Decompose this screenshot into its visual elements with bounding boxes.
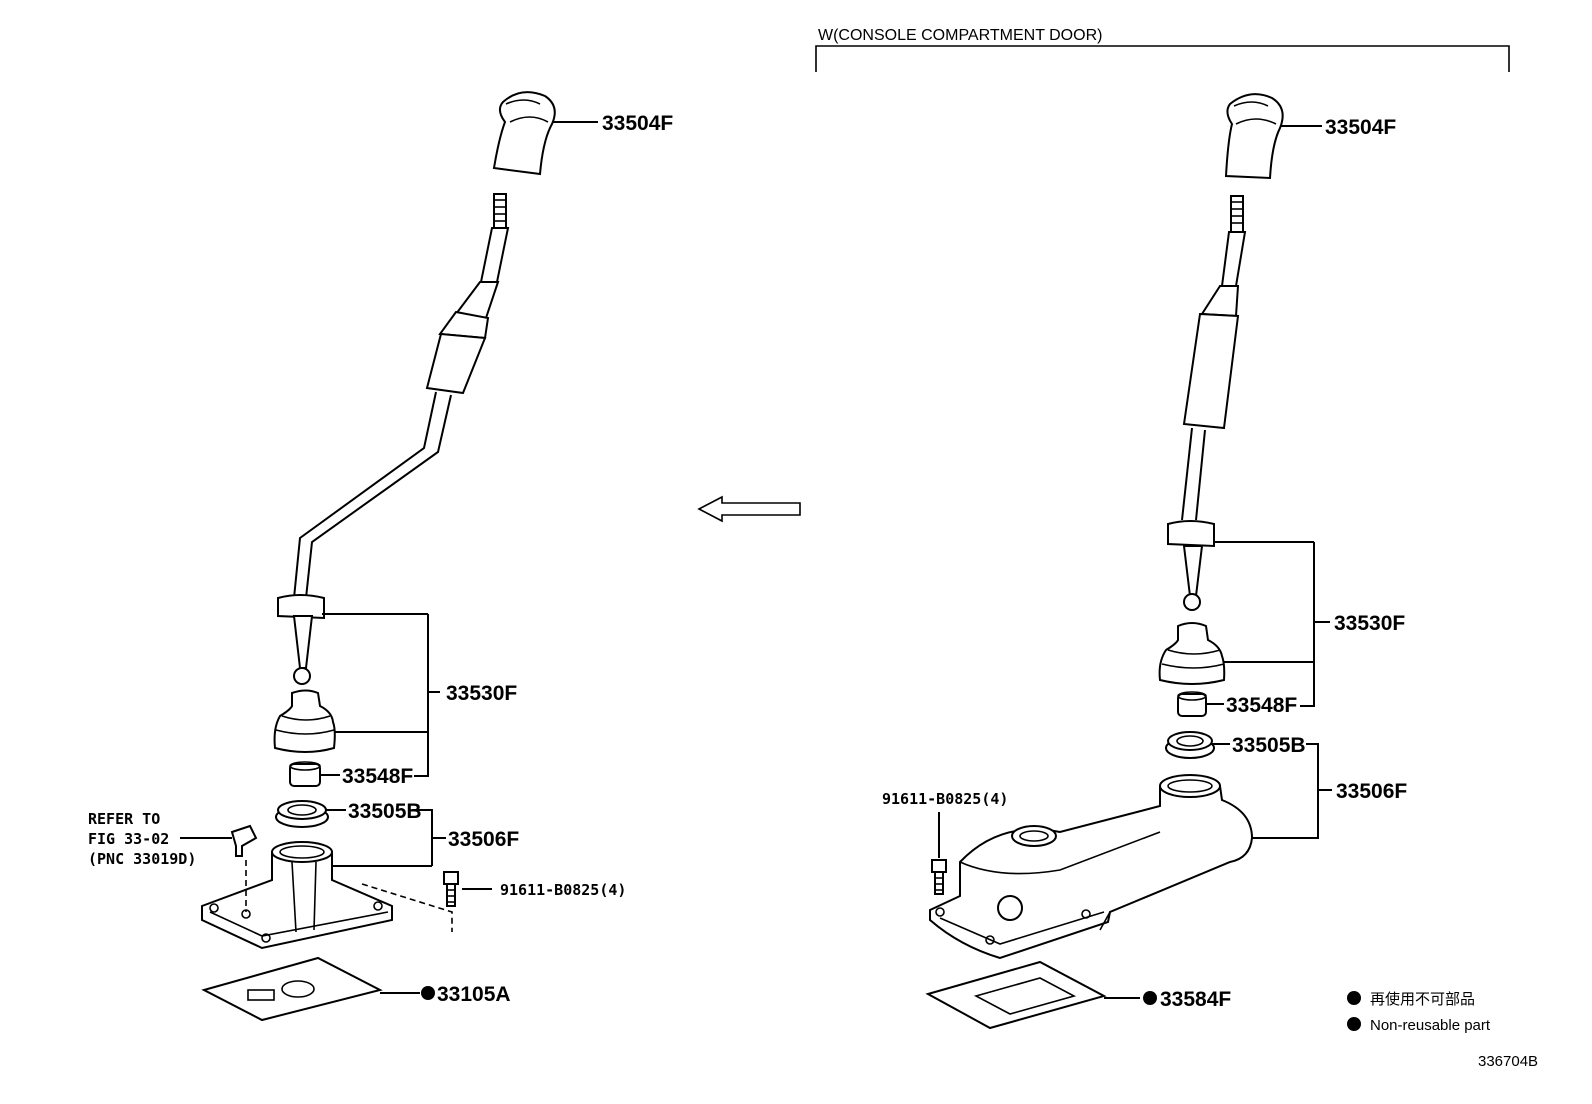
label-bolt: 91611-B0825(4) bbox=[500, 881, 626, 899]
label-lever: 33530F bbox=[446, 682, 517, 705]
label-seat: 33505B bbox=[348, 800, 422, 823]
left-assembly: 33504F 33530F 33548F 33505B 33506F 91611… bbox=[88, 91, 673, 1022]
right-lever bbox=[1167, 195, 1314, 611]
left-bolt bbox=[361, 871, 492, 932]
label-bolt: 91611-B0825(4) bbox=[882, 790, 1008, 808]
left-bushing bbox=[289, 761, 340, 787]
right-bushing bbox=[1177, 691, 1224, 717]
refer-line-1: REFER TO bbox=[88, 810, 160, 828]
non-reusable-dot-icon bbox=[1143, 991, 1157, 1005]
right-assembly: 33504F 33530F 33548F 33505B 33506F 91611… bbox=[882, 93, 1407, 1030]
non-reusable-dot-icon bbox=[1347, 991, 1361, 1005]
right-seat bbox=[1165, 731, 1230, 759]
label-gasket: 33584F bbox=[1160, 988, 1231, 1011]
refer-line-2: FIG 33-02 bbox=[88, 830, 169, 848]
diagram-id: 336704B bbox=[1478, 1053, 1538, 1070]
legend-item-ja: 再使用不可部品 bbox=[1370, 991, 1475, 1008]
non-reusable-dot-icon bbox=[1347, 1017, 1361, 1031]
left-lever bbox=[277, 193, 510, 685]
legend-item-en: Non-reusable part bbox=[1370, 1017, 1491, 1034]
left-seat bbox=[275, 800, 346, 828]
variant-bracket bbox=[815, 45, 1510, 72]
label-gasket: 33105A bbox=[437, 983, 511, 1006]
refer-line-3: (PNC 33019D) bbox=[88, 850, 196, 868]
left-knob bbox=[492, 91, 598, 176]
right-housing bbox=[929, 774, 1254, 960]
label-housing: 33506F bbox=[1336, 780, 1407, 803]
label-seat: 33505B bbox=[1232, 734, 1306, 757]
legend: 再使用不可部品 Non-reusable part bbox=[1347, 991, 1491, 1034]
left-boot bbox=[273, 689, 428, 753]
left-breather bbox=[180, 824, 258, 912]
left-gasket bbox=[201, 956, 420, 1022]
arrow-left-icon bbox=[697, 495, 801, 523]
variant-label: W(CONSOLE COMPARTMENT DOOR) bbox=[818, 27, 1102, 44]
left-housing bbox=[201, 809, 446, 950]
right-gasket bbox=[925, 960, 1140, 1030]
label-knob: 33504F bbox=[602, 112, 673, 135]
label-bushing: 33548F bbox=[342, 765, 413, 788]
label-lever: 33530F bbox=[1334, 612, 1405, 635]
label-housing: 33506F bbox=[448, 828, 519, 851]
right-bolt bbox=[931, 812, 947, 895]
right-boot bbox=[1158, 622, 1314, 685]
right-knob bbox=[1224, 93, 1322, 180]
non-reusable-dot-icon bbox=[421, 986, 435, 1000]
label-bushing: 33548F bbox=[1226, 694, 1297, 717]
label-knob: 33504F bbox=[1325, 116, 1396, 139]
